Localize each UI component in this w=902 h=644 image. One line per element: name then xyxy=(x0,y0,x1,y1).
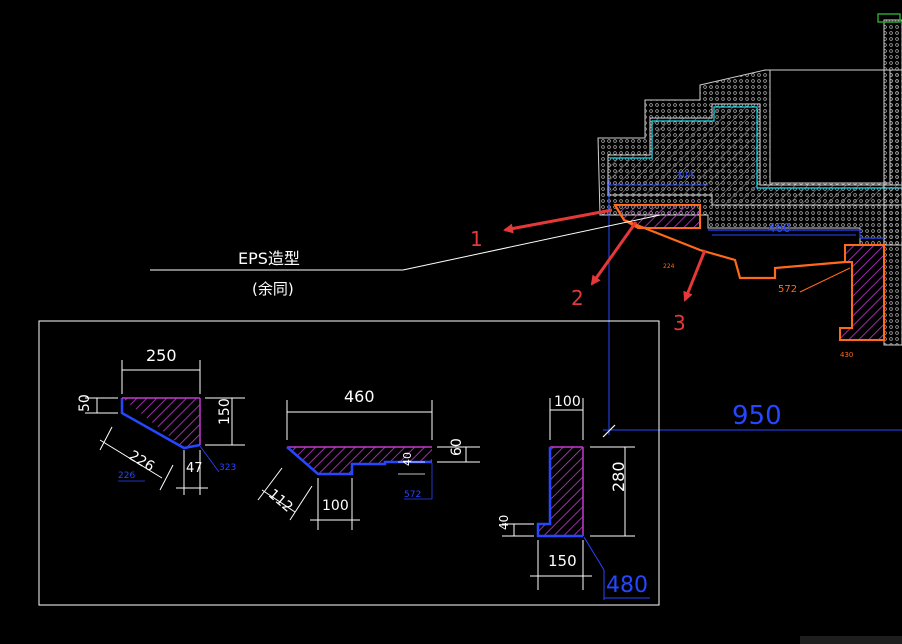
eps-note: (余同) xyxy=(252,280,294,298)
detail-1-profile xyxy=(122,398,200,448)
dim-460-top-label: 460 xyxy=(768,221,791,235)
eps-profile-3 xyxy=(839,244,885,341)
detail-3: 100 280 40 150 480 xyxy=(497,394,650,600)
d1-right-label: 150 xyxy=(217,398,233,425)
dim-950-label: 950 xyxy=(732,401,782,431)
d2-width-label: 460 xyxy=(344,387,375,406)
d3-top-label: 100 xyxy=(554,394,581,410)
cyan-membrane-line xyxy=(610,106,902,189)
dim-224-label: 224 xyxy=(663,263,675,270)
detail-1: 250 50 150 226 226 47 323 xyxy=(77,346,245,495)
d2-step-label: 40 xyxy=(401,452,414,466)
status-marker-icon xyxy=(877,13,901,23)
d1-bottom-label: 47 xyxy=(186,461,203,476)
d1-perimeter-label: 323 xyxy=(219,463,236,473)
d2-bottom-label: 100 xyxy=(322,498,349,514)
eps-leader-diagonal xyxy=(402,214,661,271)
d2-right-label: 60 xyxy=(449,438,465,456)
detail-frame xyxy=(38,320,660,606)
eps-title: EPS造型 xyxy=(238,249,300,268)
d1-width-label: 250 xyxy=(146,346,177,365)
callout-arrows: 1 2 3 xyxy=(470,208,707,335)
d1-left-label: 50 xyxy=(77,394,93,412)
eps-profile-1 xyxy=(613,204,701,229)
callout-2: 2 xyxy=(571,286,584,310)
detail-3-outline xyxy=(536,447,583,538)
arrow-2 xyxy=(590,221,638,286)
dim-304-label: 304 xyxy=(676,170,695,182)
detail-2-outline xyxy=(286,446,432,476)
arrow-3 xyxy=(683,249,707,302)
status-bar-sliver xyxy=(800,636,902,644)
d2-perimeter-label: 572 xyxy=(404,490,421,500)
detail-3-profile xyxy=(538,447,583,536)
callout-3: 3 xyxy=(673,311,686,335)
arrow-1 xyxy=(503,208,613,234)
callout-1: 1 xyxy=(470,227,483,251)
detail-2-profile xyxy=(287,447,432,474)
dim-430-label: 430 xyxy=(840,351,853,359)
d2-slope-label: 112 xyxy=(265,486,296,515)
dim-572-top-label: 572 xyxy=(778,284,797,295)
wall-right xyxy=(883,19,902,346)
building-section: 304 460 224 572 430 950 xyxy=(597,13,902,438)
slab-blue-outline xyxy=(708,229,884,239)
d3-height-label: 280 xyxy=(609,461,628,492)
eps-annotation: EPS造型 (余同) xyxy=(150,214,661,298)
leader-572 xyxy=(799,267,851,293)
detail-1-outline xyxy=(120,398,201,450)
d3-perimeter-label: 480 xyxy=(606,573,648,598)
detail-2: 460 60 40 572 112 100 xyxy=(257,387,480,530)
window-cavity xyxy=(769,69,891,184)
eps-profile-2-outline xyxy=(614,204,846,280)
concrete-structure xyxy=(607,103,902,206)
axis-tick xyxy=(602,424,616,438)
d1-slope-blue-label: 226 xyxy=(118,471,135,481)
d3-bottom-label: 150 xyxy=(548,552,577,570)
d3-left-label: 40 xyxy=(497,515,511,530)
